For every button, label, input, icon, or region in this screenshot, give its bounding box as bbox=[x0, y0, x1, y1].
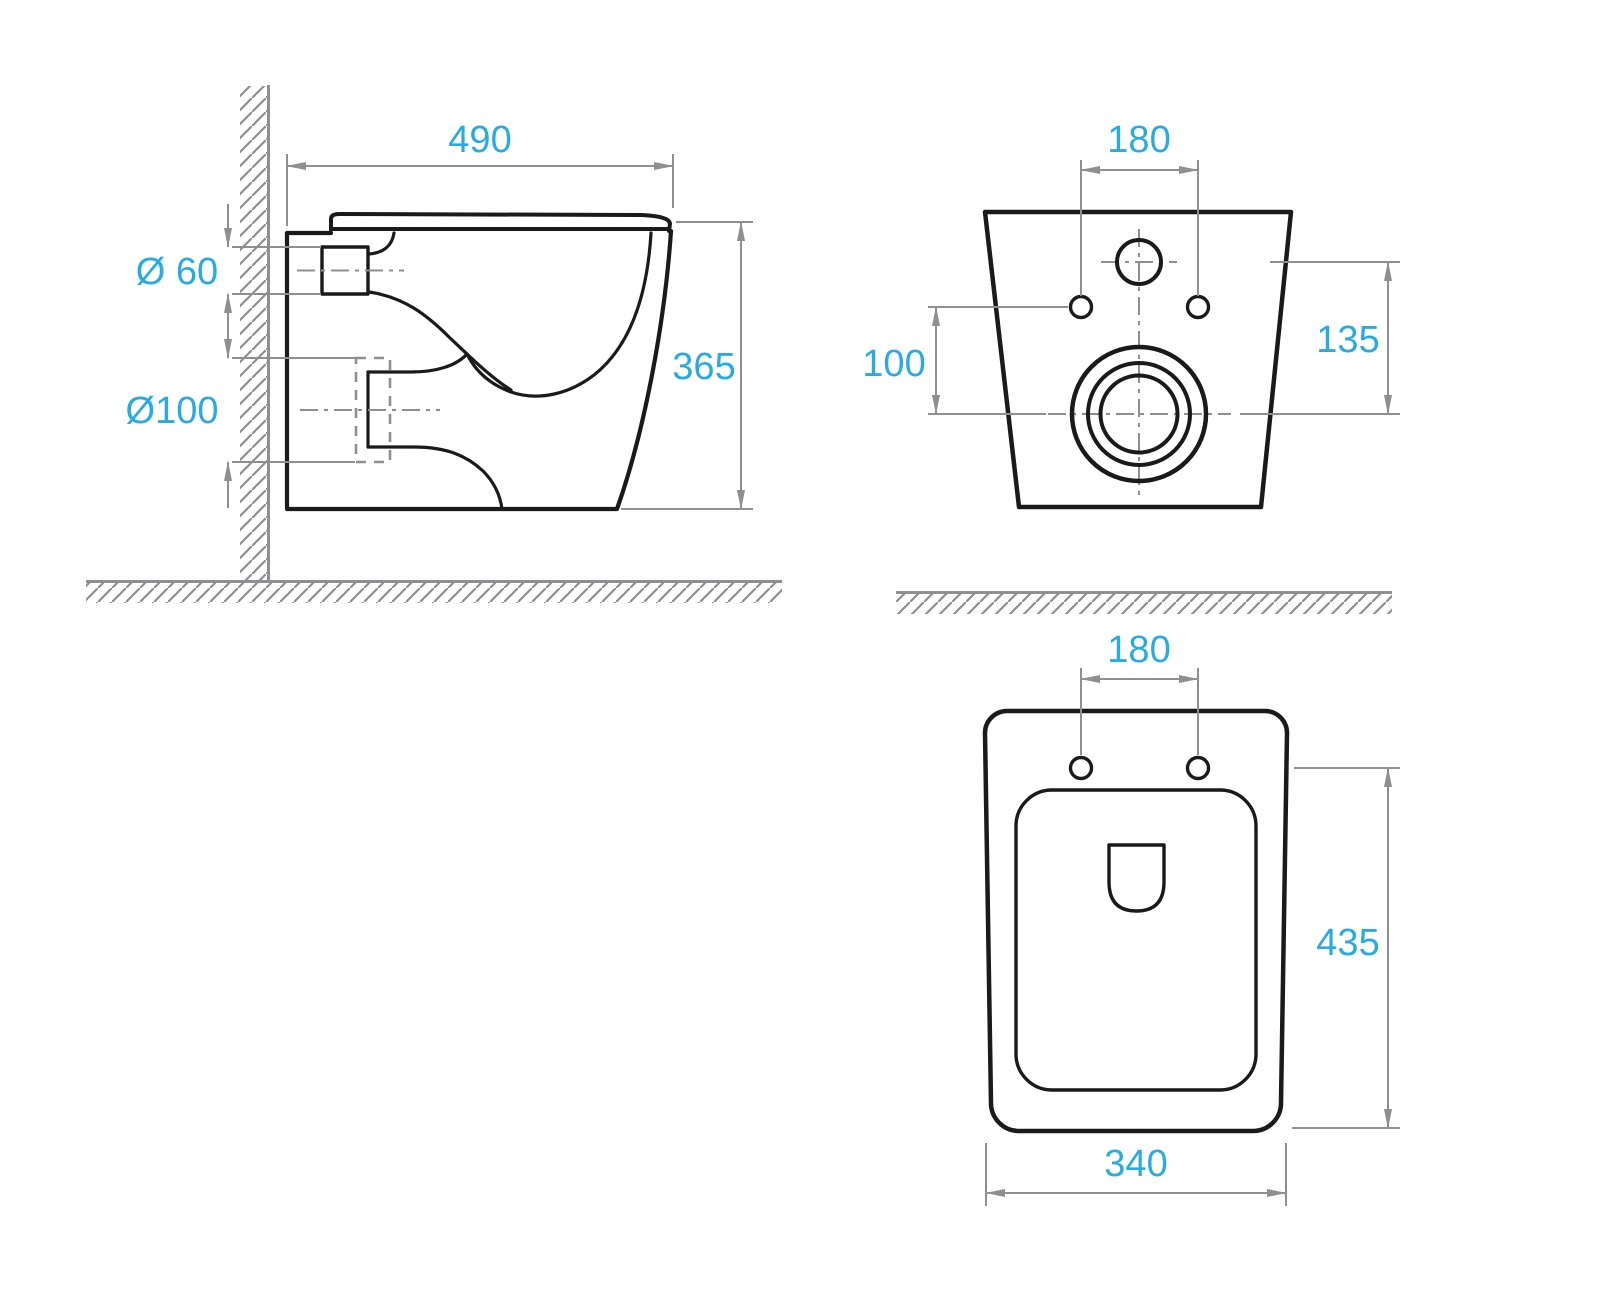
wall-hatching bbox=[240, 86, 267, 581]
inlet-diameter-label: Ø 60 bbox=[136, 251, 218, 293]
outlet-diameter-label: Ø100 bbox=[126, 390, 219, 432]
outlet-hidden-outline bbox=[354, 356, 392, 464]
bowl-front-wall-line bbox=[366, 231, 653, 398]
flush-channel-line bbox=[367, 231, 396, 256]
water-inlet-hole bbox=[1115, 238, 1163, 286]
dim-top-hole-spacing: 180 bbox=[1080, 629, 1199, 755]
rear-floor-section bbox=[896, 591, 1392, 614]
outlet-inner-ring bbox=[1098, 373, 1180, 455]
side-height-label: 365 bbox=[672, 346, 735, 388]
pan-outer-outline bbox=[982, 708, 1290, 1134]
dim-rear-hole-spacing: 180 bbox=[1080, 119, 1199, 296]
top-hole-spacing-label: 180 bbox=[1107, 629, 1170, 671]
dim-top-width: 340 bbox=[985, 1143, 1287, 1206]
dim-inlet-to-outlet: 135 bbox=[1240, 261, 1400, 415]
dim-side-width: 490 bbox=[286, 119, 674, 226]
top-depth-label: 435 bbox=[1316, 922, 1379, 964]
side-width-label: 490 bbox=[448, 119, 511, 161]
flush-opening-outline bbox=[1107, 843, 1166, 913]
toilet-side-profile bbox=[284, 212, 674, 512]
dim-holes-to-outlet: 100 bbox=[862, 306, 1068, 415]
trap-bottom-line bbox=[366, 445, 504, 511]
outlet-middle-ring bbox=[1086, 361, 1192, 467]
outlet-outer-ring bbox=[1069, 344, 1209, 484]
wall-section bbox=[240, 85, 270, 581]
dim-inlet-diameter: Ø 60 bbox=[136, 204, 321, 359]
rear-hole-spacing-label: 180 bbox=[1107, 119, 1170, 161]
top-view: 180 435 340 bbox=[982, 629, 1400, 1206]
dim-side-height: 365 bbox=[621, 221, 753, 510]
toilet-body-outline bbox=[284, 228, 674, 512]
floor-hatching bbox=[896, 594, 1392, 614]
top-width-label: 340 bbox=[1104, 1143, 1167, 1185]
dim-top-depth: 435 bbox=[1292, 767, 1400, 1129]
hinge-hole-right bbox=[1185, 755, 1211, 781]
floor-hatching bbox=[86, 583, 782, 603]
side-view: 490 Ø 60 Ø100 365 bbox=[86, 85, 782, 603]
mounting-hole-right bbox=[1185, 294, 1211, 320]
dim-outlet-diameter: Ø100 bbox=[126, 357, 355, 508]
bowl-back-wall-line bbox=[367, 290, 513, 392]
toilet-seat-lid bbox=[329, 212, 672, 233]
tank-body-outline bbox=[982, 209, 1294, 510]
bowl-opening-outline bbox=[1014, 788, 1258, 1092]
inlet-to-outlet-label: 135 bbox=[1316, 319, 1379, 361]
holes-to-outlet-label: 100 bbox=[862, 343, 925, 385]
rear-view: 180 100 135 bbox=[862, 119, 1400, 614]
floor-section bbox=[86, 580, 782, 603]
mounting-hole-left bbox=[1068, 294, 1094, 320]
hinge-hole-left bbox=[1068, 755, 1094, 781]
